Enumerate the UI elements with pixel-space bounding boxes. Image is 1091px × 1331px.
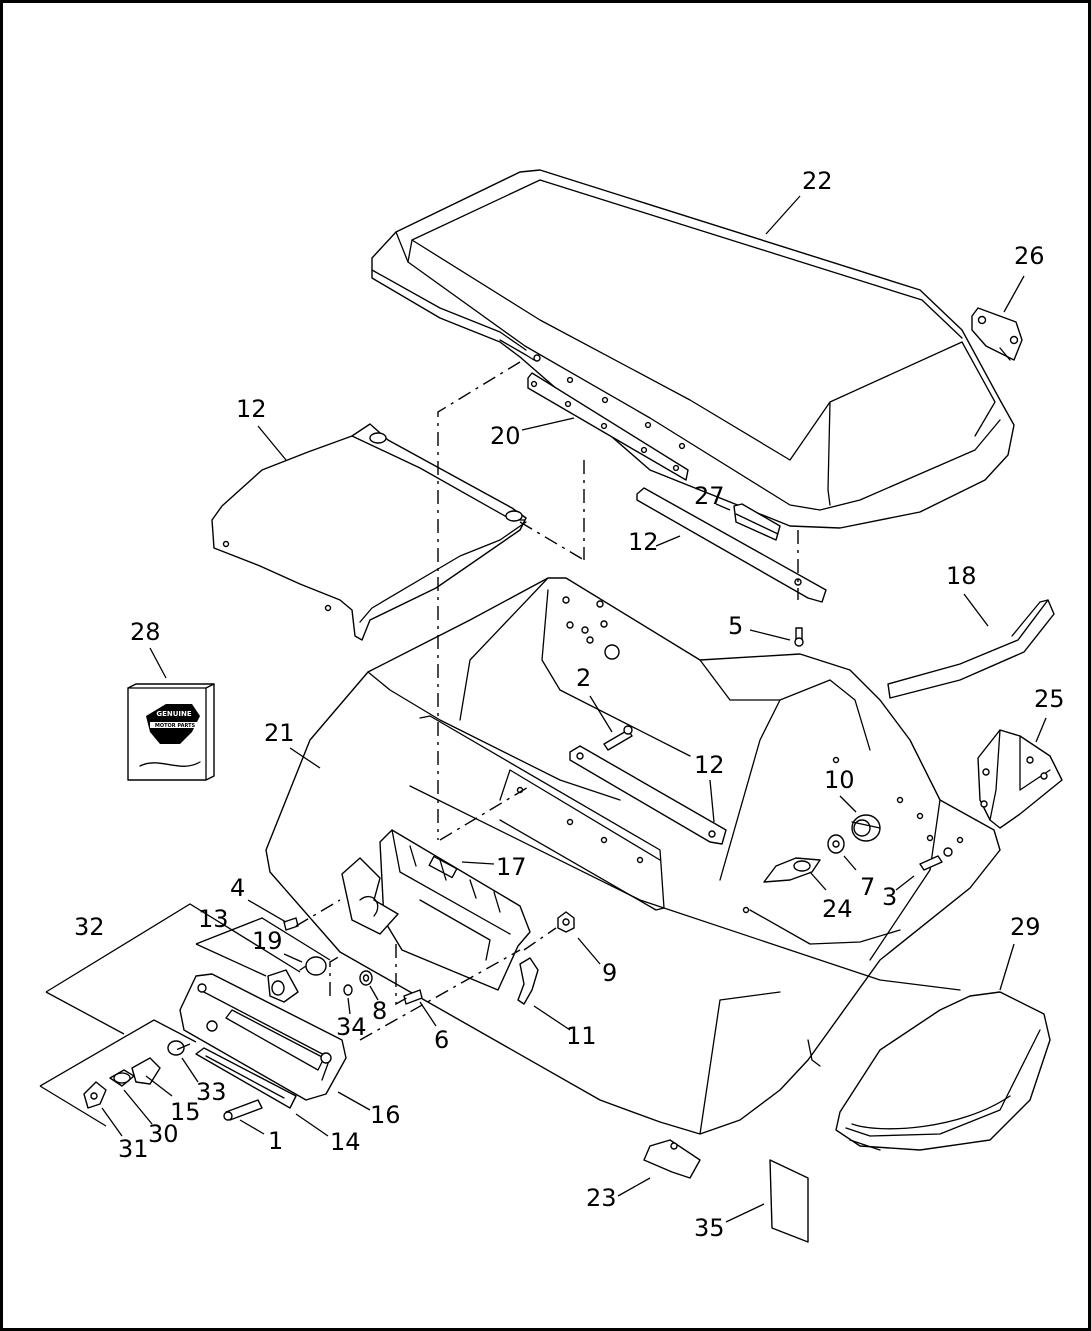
callout-8: 8 [372,997,387,1025]
key-tag-part-31 [83,1081,107,1109]
callout-17: 17 [496,853,527,881]
callout-14: 14 [330,1128,361,1156]
grommet-part-10 [851,814,881,842]
callout-3: 3 [882,883,897,911]
washer-part-8 [359,970,373,986]
callout-11: 11 [566,1022,597,1050]
key-part-30 [109,1069,135,1087]
hinge-strip-part-20 [527,372,689,481]
bracket-part-26 [971,307,1023,361]
bracket-part-25 [977,729,1063,829]
nut-part-9 [557,911,575,933]
gasket-part-14 [195,1047,297,1109]
callout-32: 32 [74,913,105,941]
case-body-part-21 [265,577,1001,1135]
callout-23: 23 [586,1184,617,1212]
callout-2: 2 [576,664,591,692]
lock-cylinder-part-13 [267,969,299,1003]
callout-28: 28 [130,618,161,646]
screw-part-3 [919,847,953,871]
bolt-part-1 [223,1099,263,1121]
callout-22: 22 [802,167,833,195]
callout-15: 15 [170,1098,201,1126]
callout-12-middle-strip: 12 [694,751,725,779]
callout-30: 30 [148,1120,179,1148]
callout-10: 10 [824,766,855,794]
callout-29: 29 [1010,913,1041,941]
group-bracket-13 [195,917,331,977]
latch-handle-part-16 [179,973,347,1101]
callout-21: 21 [264,719,295,747]
exploded-parts-diagram: GENUINE MOTOR PARTS [39,167,1065,1243]
screw-part-4 [283,917,299,931]
liner-bag-part-29 [835,991,1051,1151]
callout-12-upper-strip: 12 [628,528,659,556]
catch-part-24 [763,857,821,883]
callout-18: 18 [946,562,977,590]
callout-6: 6 [434,1026,449,1054]
clip-part-23 [643,1139,701,1179]
callout-24: 24 [822,895,853,923]
lock-part-19 [299,956,327,976]
callout-4: 4 [230,874,245,902]
logo-genuine-text: GENUINE [156,710,192,718]
callout-13: 13 [198,905,229,933]
callout-16: 16 [370,1101,401,1129]
hinge-assembly-part-17 [379,829,531,991]
callout-34: 34 [336,1013,367,1041]
lock-part-15 [131,1057,161,1085]
parts-box-part-28: GENUINE MOTOR PARTS [127,683,215,781]
cylinder-part-33 [167,1040,185,1056]
alignment-lines [175,361,799,1051]
block-part-27 [733,503,781,541]
callout-26: 26 [1014,242,1045,270]
washer-part-34 [343,984,353,996]
screw-part-2 [603,725,633,751]
leader-lines [101,195,1047,1223]
screw-part-5 [794,627,804,647]
latch-hook-part-11 [517,957,539,1005]
callout-35: 35 [694,1214,725,1242]
callout-31: 31 [118,1135,149,1163]
logo-motor-parts-text: MOTOR PARTS [155,723,196,729]
callout-5: 5 [728,612,743,640]
lid-part-22 [371,169,1015,529]
screw-part-6 [403,989,423,1005]
washer-part-7 [827,834,845,854]
callout-7: 7 [860,873,875,901]
group-bracket-32 [45,903,301,1035]
callout-33: 33 [196,1078,227,1106]
callout-19: 19 [252,927,283,955]
callout-12-pad: 12 [236,395,267,423]
strip-part-12-middle [569,745,727,845]
pad-part-12-left [211,423,527,641]
callout-27: 27 [694,482,725,510]
callout-9: 9 [602,959,617,987]
callout-labels: 22 26 12 20 27 12 18 28 5 2 25 21 12 10 … [74,167,1065,1242]
label-part-35 [769,1159,809,1243]
group-bracket-31 [39,1019,197,1127]
callout-20: 20 [490,422,521,450]
callout-1: 1 [268,1127,283,1155]
latch-plate-part-4-6 [341,857,399,935]
trim-strip-part-18 [887,599,1055,699]
callout-25: 25 [1034,685,1065,713]
